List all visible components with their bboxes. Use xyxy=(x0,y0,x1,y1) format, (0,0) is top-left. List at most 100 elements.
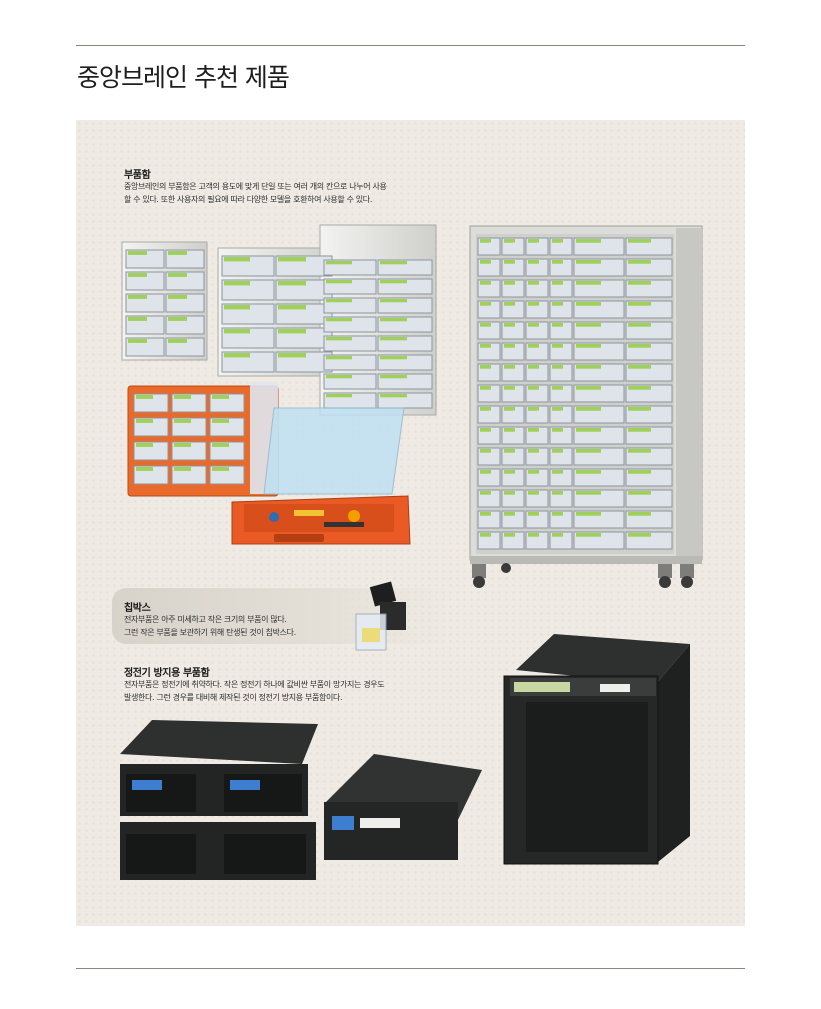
drawer-label xyxy=(528,302,539,306)
product-panel: 부품함 중앙브레인의 부품함은 고객의 용도에 맞게 단일 또는 여러 개의 칸… xyxy=(76,120,745,926)
drawer-label xyxy=(528,365,539,369)
drawer-label xyxy=(168,317,187,321)
drawer-label xyxy=(136,419,153,423)
esd-drawer-stack xyxy=(120,720,318,880)
drawer-label xyxy=(480,344,491,348)
chip-box-image xyxy=(355,581,406,651)
drawer-label xyxy=(504,491,515,495)
drawer-label xyxy=(528,281,539,285)
drawer-label xyxy=(628,407,651,411)
drawer-label xyxy=(528,428,539,432)
drawer-label xyxy=(128,251,147,255)
drawer-label xyxy=(552,533,563,537)
drawer-label xyxy=(504,260,515,264)
drawer-label xyxy=(552,365,563,369)
drawer-label xyxy=(552,512,563,516)
drawer-label xyxy=(480,239,491,243)
drawer-label xyxy=(552,491,563,495)
drawer-label xyxy=(380,356,407,360)
drawer-label xyxy=(504,344,515,348)
drawer-label xyxy=(576,365,601,369)
drawer-label xyxy=(576,239,601,243)
drawer-label xyxy=(576,470,601,474)
drawer-label xyxy=(128,339,147,343)
drawer-label xyxy=(528,491,539,495)
drawer-label xyxy=(212,467,229,471)
drawer-label xyxy=(628,470,651,474)
drawer-label xyxy=(480,533,491,537)
drawer-label xyxy=(380,280,407,284)
drawer-label xyxy=(480,260,491,264)
drawer-label xyxy=(380,299,407,303)
drawer-label xyxy=(480,512,491,516)
drawer-label xyxy=(326,261,352,265)
drawer-label xyxy=(224,257,250,262)
drawer-label xyxy=(224,329,250,334)
drawer-label xyxy=(528,386,539,390)
esd-box-title: 정전기 방지용 부품함 xyxy=(124,668,210,679)
drawer-label xyxy=(380,394,407,398)
chip-box-description: 전자부품은 아주 미세하고 작은 크기의 부품이 많다. 그런 작은 부품을 보… xyxy=(124,615,296,637)
drawer-label xyxy=(278,281,306,286)
drawer-label xyxy=(128,317,147,321)
drawer-label xyxy=(552,239,563,243)
drawer-label xyxy=(136,395,153,399)
drawer-label xyxy=(224,281,250,286)
tall-cabinet-image xyxy=(469,225,703,588)
drawer-label xyxy=(326,280,352,284)
drawer-label xyxy=(576,449,601,453)
cabinet-casters xyxy=(470,556,702,588)
drawer-label xyxy=(552,344,563,348)
drawer-label xyxy=(504,239,515,243)
drawer-label xyxy=(576,323,601,327)
drawer-label xyxy=(528,449,539,453)
drawer-label xyxy=(628,512,651,516)
drawer-label xyxy=(552,470,563,474)
parts-box-description: 중앙브레인의 부품함은 고객의 용도에 맞게 단일 또는 여러 개의 칸으로 나… xyxy=(124,182,387,204)
drawer-label xyxy=(504,323,515,327)
drawer-label xyxy=(278,353,306,358)
drawer-label xyxy=(326,356,352,360)
drawer-label xyxy=(326,318,352,322)
drawer-label xyxy=(576,428,601,432)
drawer-label xyxy=(504,407,515,411)
drawer-label xyxy=(326,337,352,341)
drawer-label xyxy=(278,305,306,310)
drawer-label xyxy=(576,344,601,348)
bottom-divider xyxy=(76,968,745,969)
drawer-label xyxy=(528,323,539,327)
drawer-label xyxy=(504,512,515,516)
drawer-label xyxy=(480,281,491,285)
drawer-label xyxy=(480,407,491,411)
drawer-label xyxy=(168,295,187,299)
drawer-label xyxy=(504,533,515,537)
drawer-label xyxy=(480,302,491,306)
drawer-label xyxy=(212,395,229,399)
page-title: 중앙브레인 추천 제품 xyxy=(77,63,290,92)
drawer-label xyxy=(628,302,651,306)
drawer-label xyxy=(174,443,191,447)
drawer-label xyxy=(174,467,191,471)
drawer-label xyxy=(576,407,601,411)
chip-box-title: 칩박스 xyxy=(124,603,151,614)
drawer-label xyxy=(628,281,651,285)
drawer-label xyxy=(504,449,515,453)
parts-box-title: 부품함 xyxy=(124,170,151,181)
drawer-label xyxy=(552,302,563,306)
esd-drawer-single xyxy=(324,754,482,860)
drawer-label xyxy=(224,353,250,358)
drawer-label xyxy=(128,295,147,299)
drawer-label xyxy=(576,533,601,537)
drawer-label xyxy=(480,386,491,390)
drawer-label xyxy=(576,302,601,306)
drawer-label xyxy=(528,512,539,516)
drawer-label xyxy=(174,395,191,399)
orange-organizers-image xyxy=(127,382,411,545)
drawer-label xyxy=(552,386,563,390)
esd-cabinet-image xyxy=(503,634,690,865)
drawer-label xyxy=(380,375,407,379)
drawer-label xyxy=(212,419,229,423)
drawer-label xyxy=(552,281,563,285)
drawer-label xyxy=(326,394,352,398)
drawer-label xyxy=(136,443,153,447)
